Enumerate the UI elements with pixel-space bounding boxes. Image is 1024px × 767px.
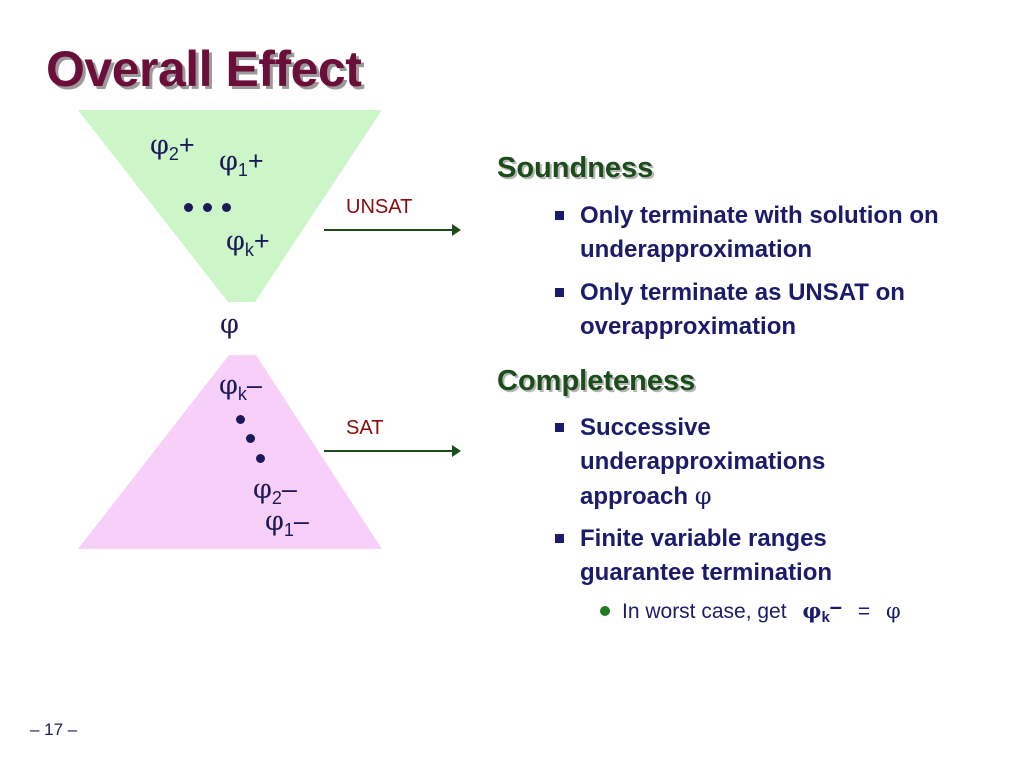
phi-2-minus-label: φ2– — [253, 474, 297, 508]
unsat-arrow — [324, 224, 461, 236]
slide-title: Overall Effect — [46, 41, 362, 97]
worst-case-sub-bullet: In worst case, get φk– = φ — [600, 594, 901, 626]
ellipsis-dot — [246, 434, 255, 443]
unsat-label: UNSAT — [346, 196, 413, 218]
bullet-square — [555, 288, 564, 297]
phi-label: φ — [220, 309, 239, 340]
completeness-bullet: Successive underapproximations approach … — [555, 411, 895, 514]
phi-1-minus-label: φ1– — [265, 506, 309, 540]
underapproximation-funnel — [78, 355, 382, 549]
sat-arrow — [324, 445, 461, 457]
soundness-heading: Soundness — [497, 152, 654, 184]
phi-1-plus-label: φ1+ — [219, 146, 264, 180]
bullet-circle — [600, 606, 610, 616]
bullet-square — [555, 534, 564, 543]
completeness-heading: Completeness — [497, 365, 696, 397]
ellipsis-dot — [222, 203, 231, 212]
sat-label: SAT — [346, 417, 384, 439]
phi-2-plus-label: φ2+ — [150, 130, 195, 164]
soundness-bullet: Only terminate with solution on underapp… — [555, 199, 985, 267]
bullet-square — [555, 211, 564, 220]
soundness-bullet: Only terminate as UNSAT on overapproxima… — [555, 276, 985, 344]
ellipsis-dot — [256, 454, 265, 463]
bullet-square — [555, 423, 564, 432]
phi-k-minus-label: φk– — [219, 370, 262, 404]
ellipsis-dot — [184, 203, 193, 212]
phi-k-plus-label: φk+ — [226, 226, 270, 260]
ellipsis-dot — [203, 203, 212, 212]
completeness-bullet: Finite variable ranges guarantee termina… — [555, 522, 915, 590]
page-number: – 17 – — [30, 720, 78, 739]
ellipsis-dot — [236, 415, 245, 424]
